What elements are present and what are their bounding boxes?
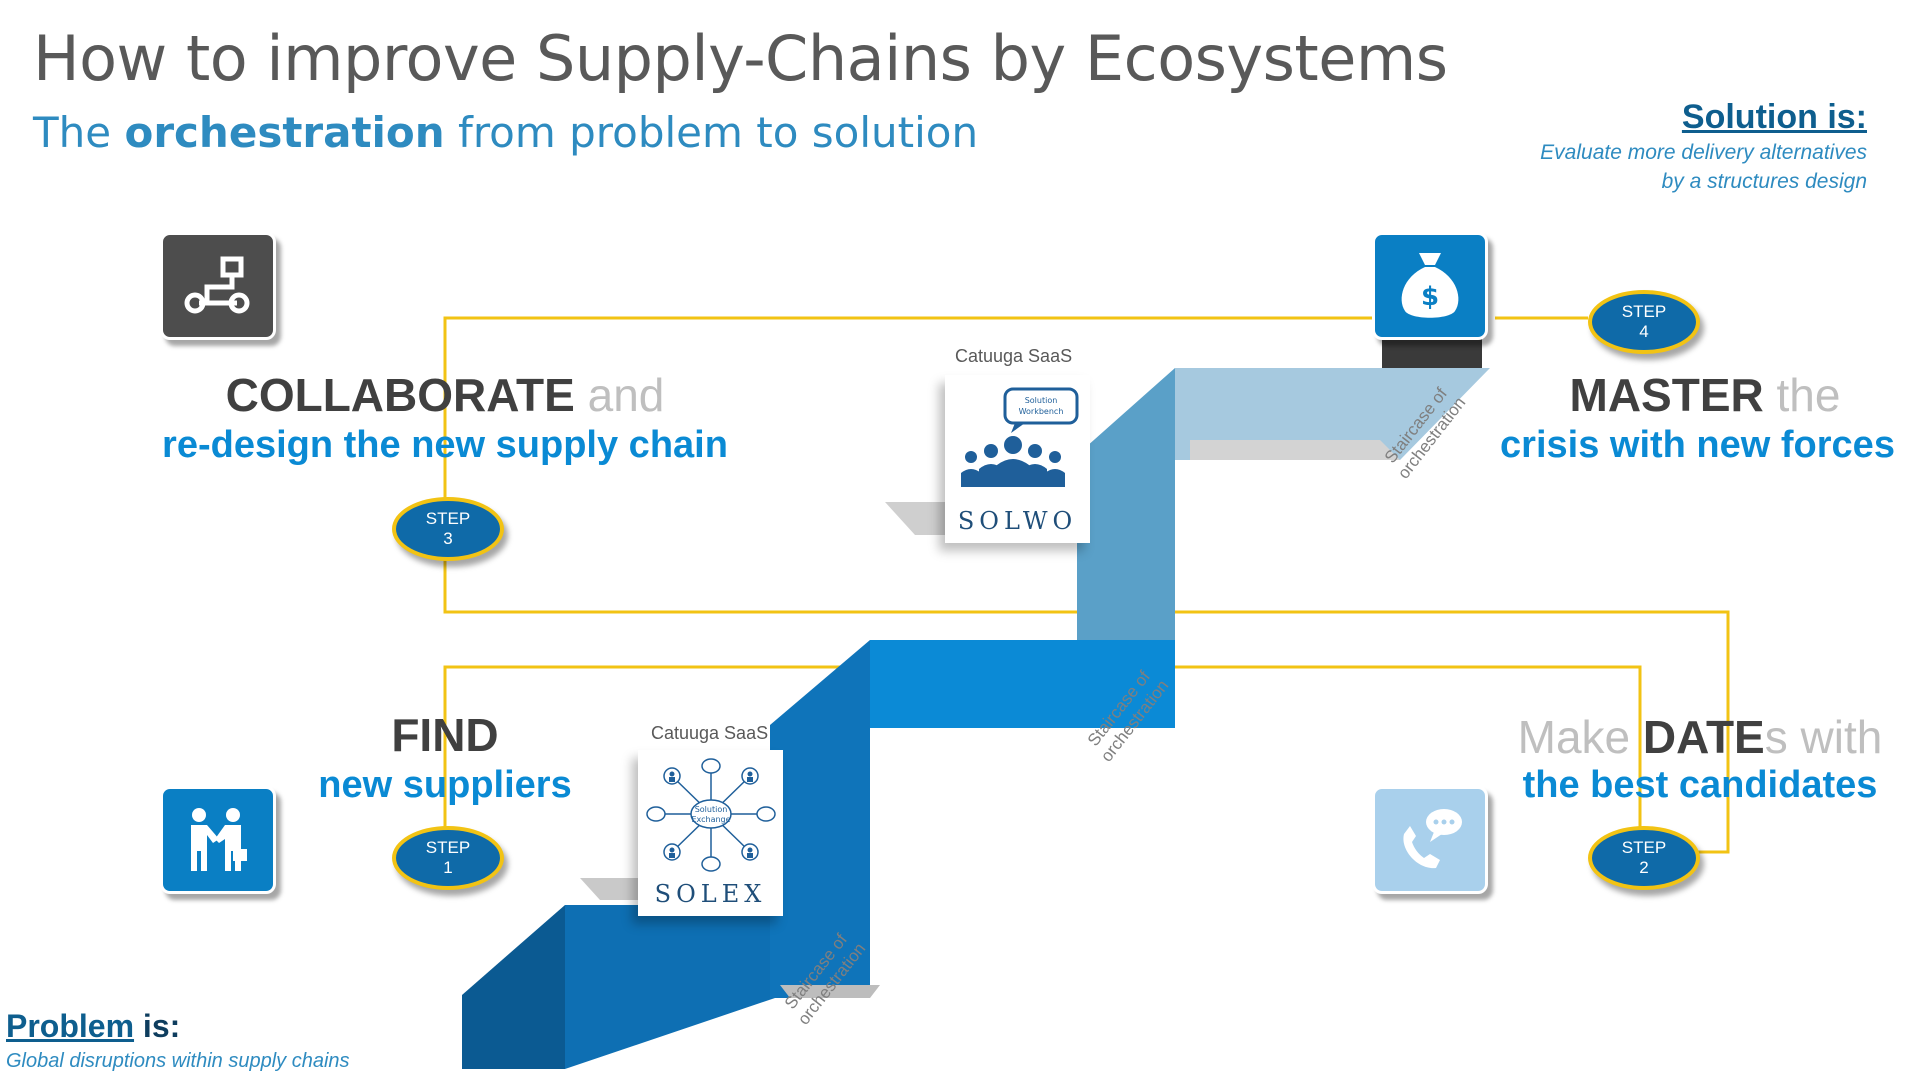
- stair-riser-low: [770, 640, 870, 998]
- step4-badge-word: STEP: [1621, 302, 1667, 321]
- step3-heading-main: COLLABORATE: [225, 369, 575, 421]
- problem-heading: Problem is:: [6, 1008, 180, 1045]
- staircase: [462, 336, 1490, 1069]
- step1-badge[interactable]: STEP 1: [392, 826, 504, 890]
- solution-line-1: Evaluate more delivery alternatives: [1540, 141, 1867, 164]
- step3-heading-post: and: [574, 369, 665, 421]
- step4-heading: MASTER the: [1490, 368, 1920, 422]
- step3-badge-number: 3: [443, 529, 453, 548]
- step2-badge-number: 2: [1639, 858, 1649, 877]
- solwo-bubble-text: Solution: [1025, 396, 1058, 405]
- svg-text:$: $: [1421, 282, 1439, 312]
- solex-app-card[interactable]: Solution Exchange SOLEX: [638, 750, 783, 916]
- step2-heading-pre: Make: [1517, 711, 1643, 763]
- step2-heading: Make DATEs with: [1480, 710, 1920, 764]
- stair-riser-mid: [1077, 368, 1175, 640]
- problem-text: Global disruptions within supply chains: [6, 1050, 350, 1072]
- step1-heading: FIND: [391, 709, 499, 761]
- step2-heading-post: s with: [1764, 711, 1883, 763]
- solex-app-name: SOLEX: [654, 880, 767, 908]
- stair-shadow-2: [885, 502, 945, 535]
- solution-text: Evaluate more delivery alternatives by a…: [1447, 138, 1867, 196]
- solwo-app-name: SOLWO: [957, 507, 1078, 535]
- svg-text:Exchange: Exchange: [691, 815, 730, 824]
- step3-badge[interactable]: STEP 3: [392, 497, 504, 561]
- step1-subheading: new suppliers: [318, 764, 572, 806]
- solex-hub-text: Solution: [695, 805, 728, 814]
- step4-badge[interactable]: STEP 4: [1588, 290, 1700, 354]
- step4-heading-main: MASTER: [1569, 369, 1764, 421]
- phone-chat-icon: [1372, 786, 1488, 894]
- step3-subheading: re-design the new supply chain: [162, 424, 728, 466]
- stair-band-base: [462, 905, 565, 1069]
- stair-cap: [1382, 336, 1482, 368]
- team-icon: Solution Workbench: [961, 387, 1079, 487]
- solex-saas-label: Catuuga SaaS: [651, 723, 769, 743]
- solution-heading: Solution is:: [1681, 98, 1867, 136]
- step3-heading: COLLABORATE and: [140, 368, 750, 422]
- step2-badge-word: STEP: [1621, 838, 1667, 857]
- step2-subheading: the best candidates: [1522, 764, 1878, 806]
- solution-line-2: by a structures design: [1661, 170, 1867, 193]
- stair-shadow-4: [780, 985, 880, 998]
- subtitle-bold: orchestration: [124, 108, 445, 157]
- page-title: How to improve Supply-Chains by Ecosyste…: [33, 22, 1448, 95]
- step3-badge-word: STEP: [425, 509, 471, 528]
- handshake-icon: [160, 786, 276, 894]
- problem-heading-rest: is:: [134, 1008, 181, 1044]
- page-subtitle: The orchestration from problem to soluti…: [33, 108, 978, 157]
- svg-text:Workbench: Workbench: [1019, 407, 1064, 416]
- step4-subheading: crisis with new forces: [1500, 424, 1895, 466]
- solwo-saas-label: Catuuga SaaS: [955, 346, 1073, 366]
- stair-shadow-3: [1190, 440, 1400, 460]
- stair-band-top: [1175, 368, 1490, 460]
- step1-badge-word: STEP: [425, 838, 471, 857]
- exchange-hub-icon: Solution Exchange: [646, 758, 776, 872]
- subtitle-pre: The: [33, 108, 125, 157]
- problem-heading-main: Problem: [6, 1008, 135, 1044]
- step1-badge-number: 1: [443, 858, 453, 877]
- stair-band-mid: [870, 640, 1175, 728]
- money-bag-icon: $: [1372, 232, 1488, 340]
- step4-heading-post: the: [1763, 369, 1841, 421]
- step2-badge[interactable]: STEP 2: [1588, 826, 1700, 890]
- step4-badge-number: 4: [1639, 322, 1649, 341]
- step2-heading-main: DATE: [1642, 711, 1765, 763]
- workflow-icon: [160, 232, 276, 340]
- solwo-app-card[interactable]: Solution Workbench SOLWO: [945, 375, 1090, 543]
- subtitle-post: from problem to solution: [444, 108, 979, 157]
